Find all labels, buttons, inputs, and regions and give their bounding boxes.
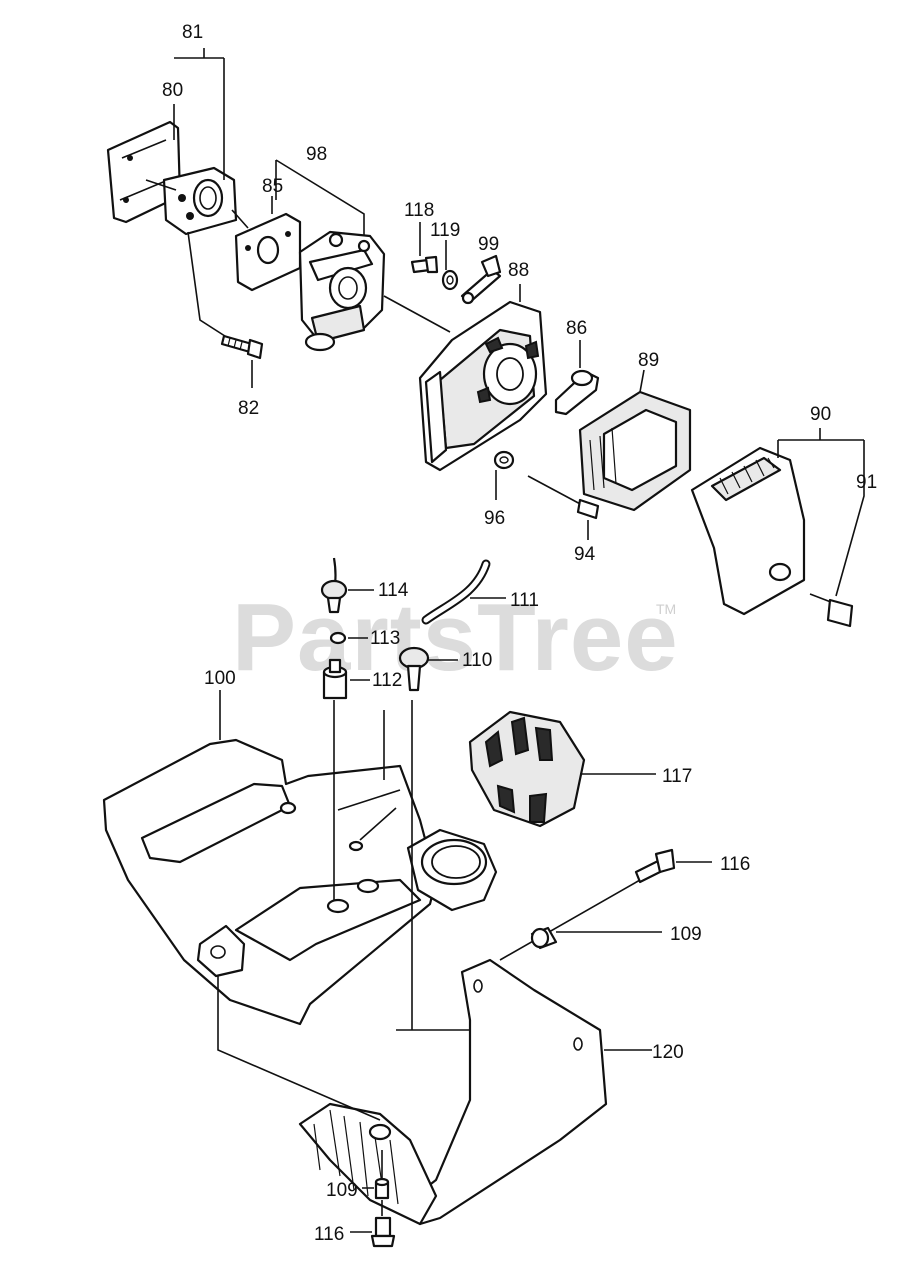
label-90: 90	[810, 404, 831, 425]
label-109-upper: 109	[670, 924, 702, 945]
part-98-carburetor[interactable]: 98	[275, 144, 451, 352]
label-112: 112	[372, 670, 402, 691]
part-80-gasket[interactable]	[106, 120, 182, 224]
part-113-oring[interactable]: 113	[329, 628, 400, 649]
label-96: 96	[484, 508, 505, 529]
label-80: 80	[162, 80, 183, 101]
part-116-screw-upper[interactable]: 116	[499, 848, 750, 961]
part-111-fuel-line[interactable]: 111	[421, 559, 539, 625]
part-120-tank-guard[interactable]: 120	[217, 958, 684, 1226]
label-98: 98	[306, 144, 327, 165]
label-111: 111	[510, 590, 539, 611]
label-118: 118	[404, 200, 434, 221]
part-94-bolt[interactable]: 94	[527, 475, 600, 565]
part-112-filter[interactable]: 112	[322, 658, 402, 700]
label-91: 91	[856, 472, 877, 493]
label-85: 85	[262, 176, 283, 197]
label-116-upper: 116	[720, 854, 750, 875]
part-90-air-cleaner-cover[interactable]: 90	[690, 404, 864, 616]
part-82-bolt[interactable]: 82	[187, 231, 264, 419]
label-88: 88	[508, 260, 529, 281]
part-118-screw[interactable]: 118	[404, 200, 439, 274]
label-99: 99	[478, 234, 499, 255]
leader-81: 81 80	[162, 22, 225, 180]
part-85-gasket[interactable]: 85	[231, 176, 302, 292]
label-94: 94	[574, 544, 596, 565]
label-109-lower: 109	[326, 1180, 358, 1201]
part-110-fitting[interactable]: 110	[398, 646, 492, 692]
part-88-air-cleaner-case[interactable]: 88	[418, 260, 548, 472]
label-113: 113	[370, 628, 400, 649]
label-119: 119	[430, 220, 460, 241]
part-86-choke-lever[interactable]: 86	[554, 318, 600, 416]
part-114-fuel-filter[interactable]: 114	[320, 491, 413, 614]
part-109-collar-upper[interactable]: 109	[530, 924, 702, 950]
label-89: 89	[638, 350, 659, 371]
label-116-lower: 116	[314, 1224, 344, 1245]
label-117: 117	[662, 766, 692, 787]
part-81-insulator[interactable]	[145, 166, 238, 236]
label-110: 110	[462, 650, 492, 671]
label-82: 82	[238, 398, 259, 419]
part-89-air-filter[interactable]: 89	[578, 350, 692, 512]
part-100-fuel-tank[interactable]: 100	[102, 668, 498, 1031]
label-81: 81	[182, 22, 203, 43]
part-119-washer[interactable]: 119	[430, 220, 460, 291]
label-120: 120	[652, 1042, 684, 1063]
label-114: 114	[378, 580, 409, 601]
label-86: 86	[566, 318, 587, 339]
part-99-bracket[interactable]: 99	[460, 234, 502, 305]
part-91-knob[interactable]: 91	[809, 440, 877, 628]
part-117-fuel-cap[interactable]: 117	[468, 710, 692, 828]
part-116-screw-lower[interactable]: 116	[314, 1200, 396, 1248]
part-109-collar-lower[interactable]: 109	[326, 1150, 390, 1201]
label-100: 100	[204, 668, 236, 689]
watermark-trademark: TM	[656, 601, 676, 617]
part-96-nut[interactable]: 96	[484, 450, 515, 529]
